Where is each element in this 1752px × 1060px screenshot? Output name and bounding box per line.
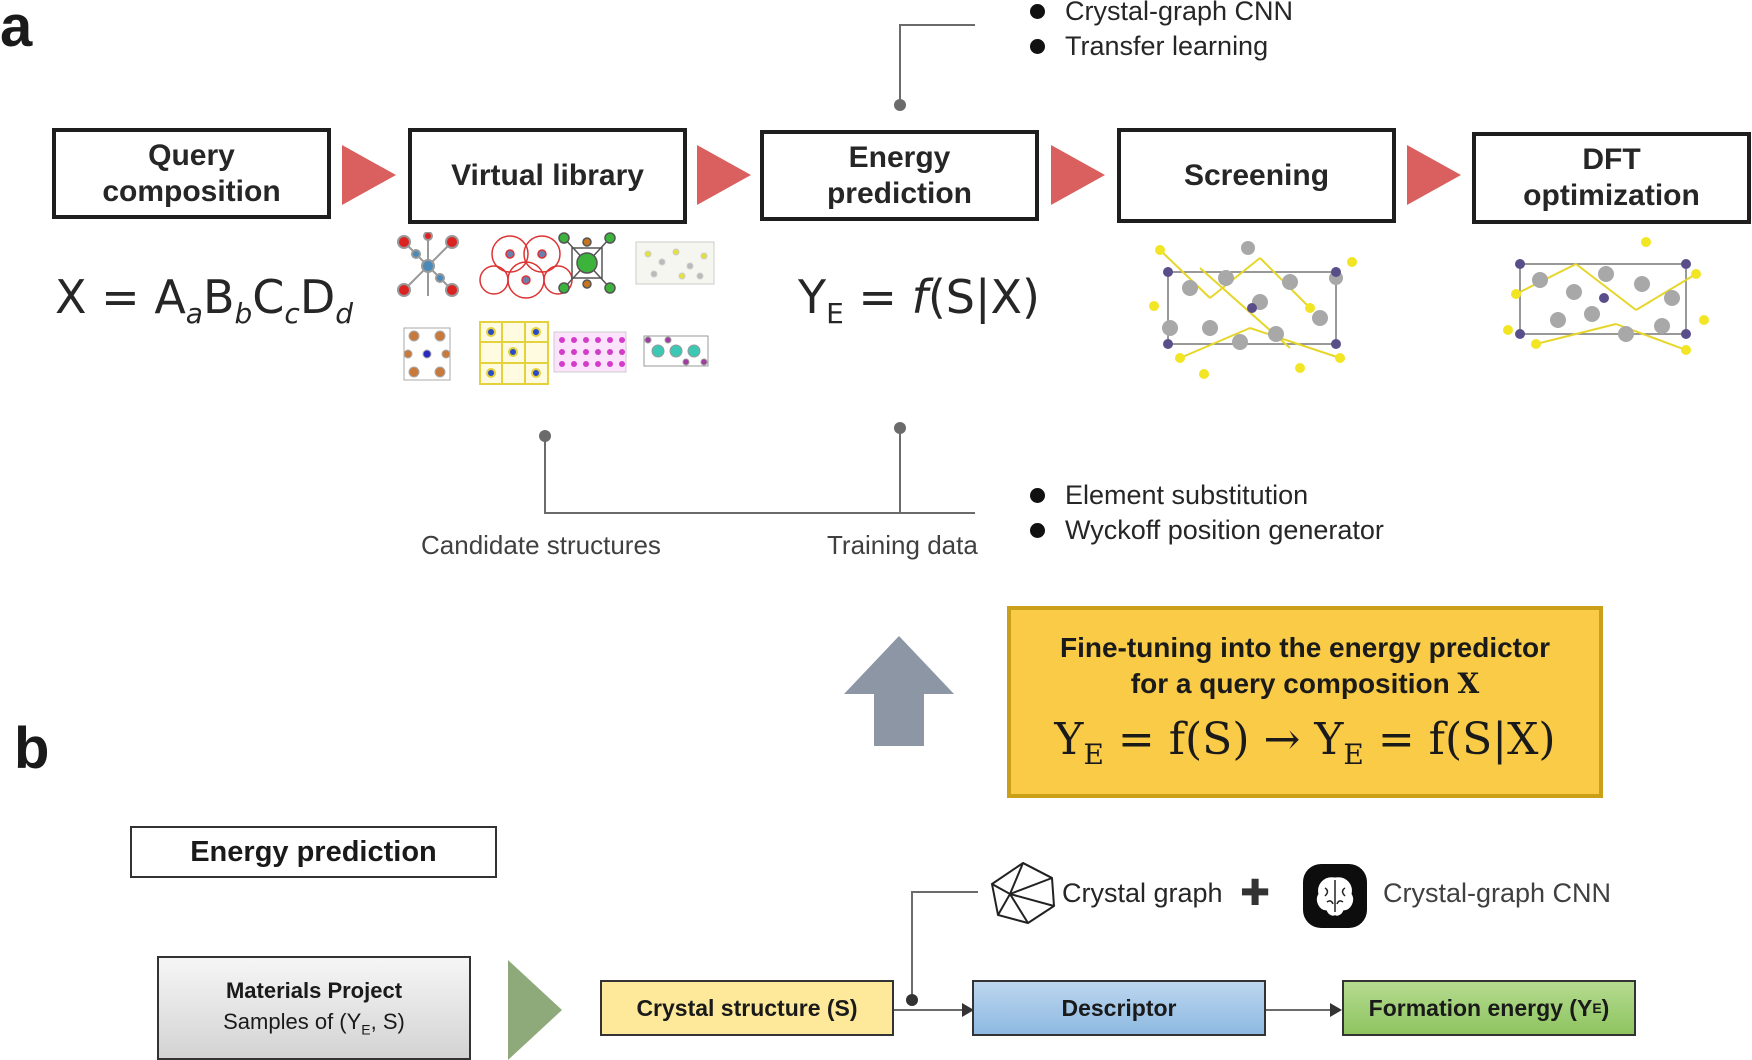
energy-formula: YE = f(S|X) xyxy=(798,270,1040,330)
step-label: Virtual library xyxy=(451,159,644,192)
bullet-item: Wyckoff position generator xyxy=(1030,513,1384,548)
library-structure-2 xyxy=(479,235,573,299)
bullet-dot-icon xyxy=(1030,4,1045,19)
energy-formula-f: f xyxy=(911,270,928,324)
eq-left: Y xyxy=(1054,714,1084,765)
energy-prediction-title: Energy prediction xyxy=(130,826,497,878)
step-label: Query composition xyxy=(102,138,281,208)
materials-project-box: Materials Project Samples of (YE, S) xyxy=(157,956,471,1060)
step-label: Screening xyxy=(1183,158,1330,192)
energy-formula-eq: = xyxy=(843,270,912,324)
library-structure-4 xyxy=(635,241,715,285)
energy-formula-sub: E xyxy=(826,297,844,331)
formula-b: B xyxy=(202,270,235,324)
up-arrow-icon xyxy=(844,636,954,746)
bullet-dot-icon xyxy=(1030,39,1045,54)
bullet-item: Crystal-graph CNN xyxy=(1030,0,1293,29)
formula-c-sub: c xyxy=(284,297,300,331)
library-structure-3 xyxy=(558,232,616,294)
library-bullet-list: Element substitution Wyckoff position ge… xyxy=(1030,478,1384,548)
screening-structure xyxy=(1149,241,1357,379)
composition-formula: X = AaBbCcDd xyxy=(55,270,353,330)
bullet-text: Transfer learning xyxy=(1065,31,1269,61)
energy-formula-args: (S|X) xyxy=(927,270,1040,324)
finetune-line-1: Fine-tuning into the energy predictor xyxy=(1060,632,1550,663)
descriptor-box: Descriptor xyxy=(972,980,1266,1036)
flow-arrow-icon xyxy=(1051,145,1105,205)
formula-b-sub: b xyxy=(234,297,253,331)
formula-a: A xyxy=(154,270,186,324)
step-screening: Screening xyxy=(1117,128,1396,223)
step-query-composition: Query composition xyxy=(52,128,331,219)
polyhedron-icon xyxy=(990,861,1056,925)
eq-right: = f(S|X) xyxy=(1363,714,1556,765)
dft-optimized-structure xyxy=(1503,237,1709,355)
bullet-text: Element substitution xyxy=(1065,480,1309,510)
eq-sub-2: E xyxy=(1343,737,1364,771)
materials-project-title: Materials Project xyxy=(225,978,403,1004)
samples-suffix: , S) xyxy=(370,1008,405,1034)
bullet-dot-icon xyxy=(1030,523,1045,538)
formation-suffix: ) xyxy=(1601,994,1610,1021)
crystal-structure-box: Crystal structure (S) xyxy=(600,980,894,1036)
panel-label-a: a xyxy=(0,0,33,59)
bullet-item: Transfer learning xyxy=(1030,29,1293,64)
caption-training-data: Training data xyxy=(827,530,978,560)
library-structure-8 xyxy=(643,335,709,367)
step-energy-prediction: Energy prediction xyxy=(760,130,1039,221)
bullet-text: Wyckoff position generator xyxy=(1065,515,1384,545)
cgcnn-label: Crystal-graph CNN xyxy=(1383,878,1612,908)
plus-icon: ✚ xyxy=(1240,872,1271,913)
eq-mid: = f(S) → Y xyxy=(1103,714,1344,765)
formula-prefix: X = xyxy=(55,270,155,324)
materials-project-samples: Samples of (YE, S) xyxy=(223,1007,405,1040)
panel-label-b: b xyxy=(14,716,50,781)
flow-arrow-icon xyxy=(1407,145,1461,205)
formula-c: C xyxy=(252,270,285,324)
step-label: DFT optimization xyxy=(1523,143,1700,212)
finetune-line-2: for a query composition X xyxy=(1011,666,1599,702)
samples-sub: E xyxy=(361,1021,371,1038)
library-structure-1 xyxy=(397,232,459,297)
step-virtual-library: Virtual library xyxy=(408,128,687,224)
eq-sub-1: E xyxy=(1083,737,1104,771)
energy-formula-y: Y xyxy=(798,270,827,324)
model-bullet-list: Crystal-graph CNN Transfer learning xyxy=(1030,0,1293,64)
crystal-graph-label: Crystal graph xyxy=(1062,878,1223,908)
virtual-library-structures xyxy=(397,232,715,385)
formula-d-sub: d xyxy=(335,297,354,331)
flow-arrow-icon xyxy=(342,145,396,205)
bullet-text: Crystal-graph CNN xyxy=(1065,0,1294,26)
formula-a-sub: a xyxy=(185,297,203,331)
finetune-line-2-text: for a query composition xyxy=(1130,668,1458,699)
step-label: Energy prediction xyxy=(826,140,972,210)
library-structure-7 xyxy=(553,331,627,373)
bullet-dot-icon xyxy=(1030,488,1045,503)
brain-icon xyxy=(1303,864,1367,928)
finetune-line-2-var: X xyxy=(1457,667,1480,700)
caption-candidate-structures: Candidate structures xyxy=(421,530,661,560)
formation-prefix: Formation energy (Y xyxy=(1368,994,1593,1021)
formation-sub: E xyxy=(1592,1000,1602,1016)
flow-arrow-icon xyxy=(697,145,751,205)
finetune-highlight-box: Fine-tuning into the energy predictor fo… xyxy=(1007,606,1603,798)
bullet-item: Element substitution xyxy=(1030,478,1384,513)
step-dft-optimization: DFT optimization xyxy=(1472,132,1751,224)
library-structure-6 xyxy=(479,321,549,385)
finetune-equation: YE = f(S) → YE = f(S|X) xyxy=(1011,714,1599,771)
formula-d: D xyxy=(299,270,336,324)
library-structure-5 xyxy=(403,327,451,381)
samples-prefix: Samples of (Y xyxy=(223,1008,362,1034)
green-arrow-icon xyxy=(508,960,562,1060)
